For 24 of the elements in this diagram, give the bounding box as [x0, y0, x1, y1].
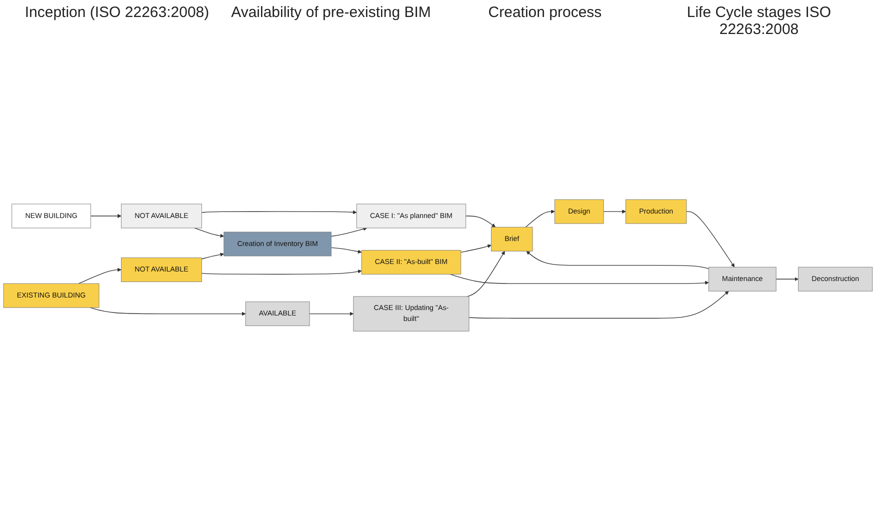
column-heading: Inception (ISO 22263:2008)	[24, 4, 210, 23]
column-heading: Availability of pre-existing BIM	[231, 4, 431, 23]
arrow	[525, 210, 555, 228]
arrow	[309, 312, 354, 316]
arrow	[90, 307, 246, 316]
arrow	[78, 268, 122, 284]
arrow	[466, 251, 505, 297]
arrow	[460, 244, 492, 253]
arrow	[603, 210, 626, 214]
arrow	[468, 291, 729, 319]
arrow	[201, 270, 362, 275]
arrow	[201, 252, 224, 260]
column-heading: Creation process	[487, 4, 603, 23]
arrow	[450, 274, 709, 285]
arrow	[466, 216, 496, 228]
arrow	[201, 210, 357, 214]
arrow	[526, 251, 710, 270]
column-heading: Life Cycle stages ISO 22263:2008	[686, 4, 832, 38]
arrow	[686, 211, 735, 268]
arrow	[330, 248, 362, 254]
arrow	[90, 214, 122, 218]
arrow	[330, 227, 368, 237]
arrow	[776, 277, 798, 282]
arrow	[194, 228, 224, 238]
